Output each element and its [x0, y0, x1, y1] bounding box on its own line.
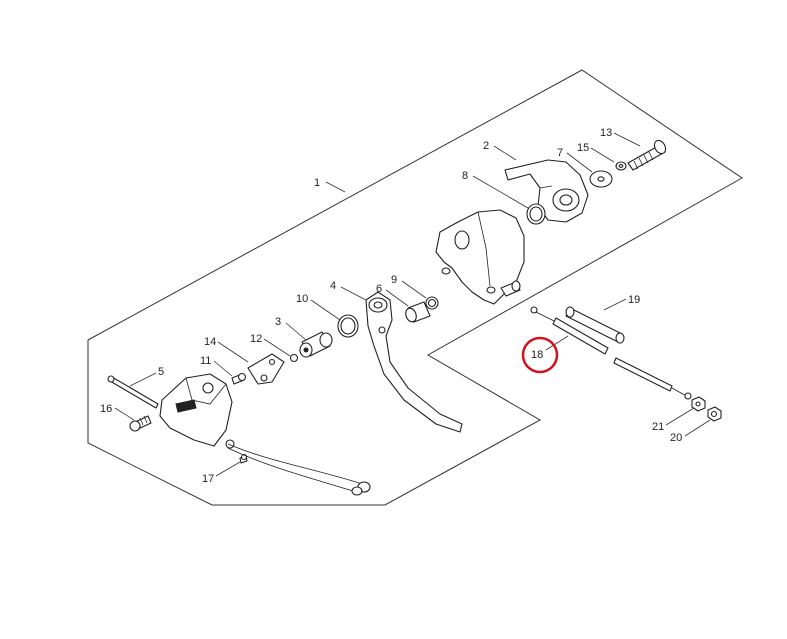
- callout-12: 12: [250, 333, 262, 345]
- highlight-circle-18: [521, 336, 559, 374]
- part-2-lever-arm: [504, 159, 589, 223]
- part-11-screw: [231, 372, 247, 385]
- callout-2: 2: [483, 140, 489, 152]
- callout-1: 1: [314, 177, 320, 189]
- part-12-nut: [289, 353, 299, 363]
- callout-21: 21: [652, 421, 664, 433]
- callout-18: 18: [531, 349, 543, 361]
- callout-20: 20: [670, 432, 682, 444]
- part-3-bushing: [299, 331, 333, 358]
- callout-6: 6: [376, 283, 382, 295]
- callout-17: 17: [202, 473, 214, 485]
- part-16-screw: [129, 415, 152, 432]
- part-6-pin: [405, 301, 431, 323]
- part-8-oring: [526, 203, 546, 225]
- callout-16: 16: [100, 403, 112, 415]
- part-21-nut: [691, 396, 706, 412]
- part-5-rod: [107, 375, 159, 409]
- callout-3: 3: [275, 316, 281, 328]
- part-4-trigger-lever: [365, 291, 463, 433]
- part-7-washer: [589, 170, 613, 188]
- part-9-oring: [425, 296, 439, 310]
- callout-8: 8: [462, 170, 468, 182]
- part-14-bracket: [247, 353, 285, 385]
- part-13-bolt: [627, 139, 667, 171]
- callout-4: 4: [330, 280, 336, 292]
- assembly-outline: [87, 69, 743, 506]
- callout-14: 14: [204, 336, 216, 348]
- callout-10: 10: [296, 293, 308, 305]
- leader-lines: [114, 132, 711, 477]
- callout-11: 11: [200, 355, 211, 367]
- part-20-nut: [707, 406, 722, 422]
- part-10-oring: [337, 314, 359, 338]
- callout-15: 15: [577, 142, 589, 154]
- callout-5: 5: [158, 366, 164, 378]
- part-18-throttle-cable: [530, 306, 609, 355]
- callout-13: 13: [600, 127, 612, 139]
- main-housing: [435, 209, 525, 305]
- callout-9: 9: [391, 274, 397, 286]
- switch-housing: [159, 373, 235, 449]
- part-15-washer: [615, 161, 627, 171]
- callout-19: 19: [628, 294, 640, 306]
- switch-wires: [227, 443, 371, 496]
- inner-cable: [613, 357, 692, 400]
- callout-labels: 1 2 4 3 5 6 7 8 9 10 11 12 13 14 15 16 1…: [100, 127, 682, 485]
- callout-7: 7: [557, 147, 563, 159]
- part-19-sleeve: [565, 306, 625, 344]
